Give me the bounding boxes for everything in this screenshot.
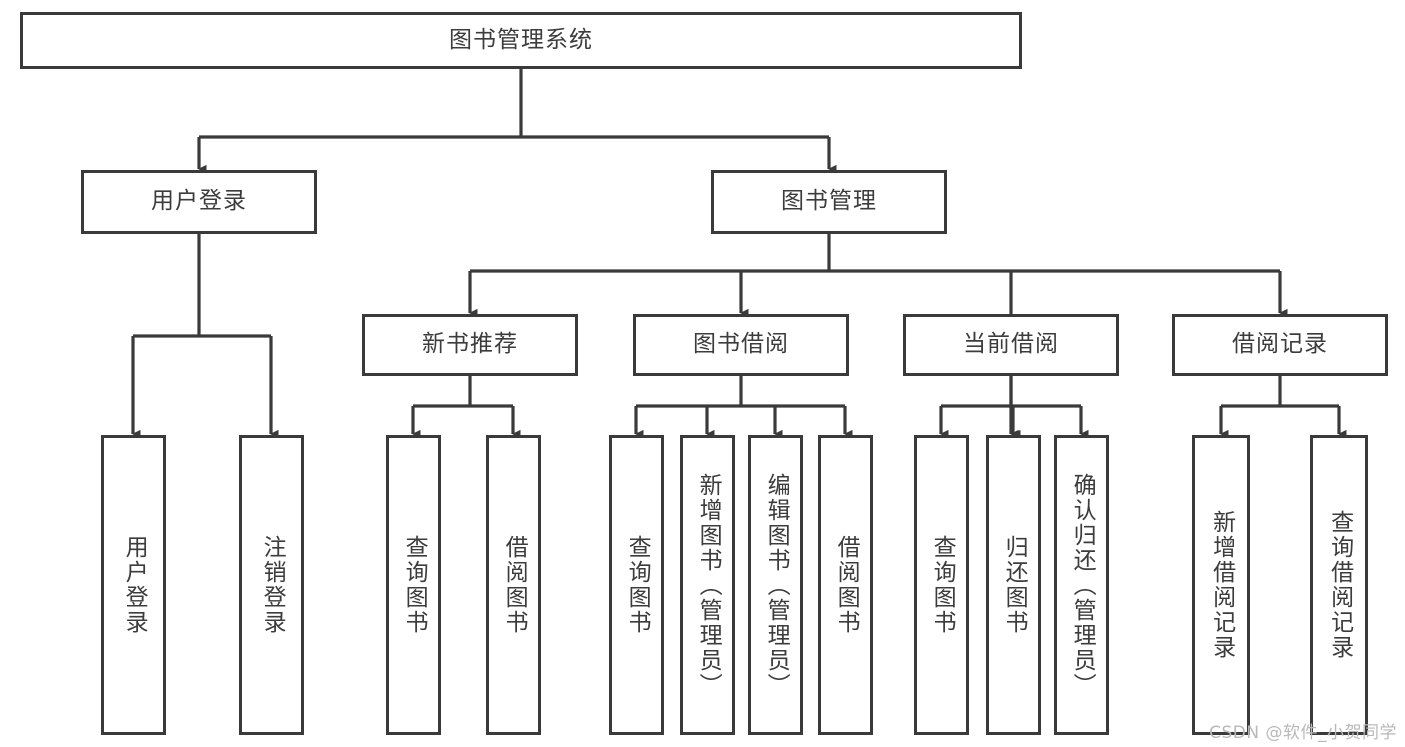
connector-new-book-rec-to-leaves xyxy=(411,376,521,439)
node-borrow-record[interactable]: 借阅记录 xyxy=(1172,314,1388,376)
connector-book-manage-to-level3 xyxy=(468,234,1288,439)
connector-current-borrow-to-leaves xyxy=(939,376,1089,439)
node-user-login[interactable]: 用户登录 xyxy=(81,170,317,234)
node-label: 图书管理系统 xyxy=(449,26,593,53)
csdn-watermark: CSDN @软件_小贺同学 xyxy=(1209,723,1397,743)
node-label: 借阅记录 xyxy=(1232,331,1328,358)
connector-root-to-level2 xyxy=(197,69,837,174)
node-leaf-borrow-book-1[interactable]: 借阅图书 xyxy=(486,435,541,735)
node-book-borrow[interactable]: 图书借阅 xyxy=(633,314,849,376)
node-label: 用户登录 xyxy=(121,535,148,635)
node-label: 新增借阅记录 xyxy=(1208,510,1235,660)
node-leaf-user-logout[interactable]: 注销登录 xyxy=(239,435,304,735)
node-label: 当前借阅 xyxy=(963,331,1059,358)
node-leaf-add-book[interactable]: 新增图书（管理员） xyxy=(680,435,735,735)
node-leaf-borrow-book-2[interactable]: 借阅图书 xyxy=(818,435,873,735)
node-label: 归还图书 xyxy=(1001,535,1028,635)
node-leaf-add-record[interactable]: 新增借阅记录 xyxy=(1192,435,1250,735)
node-leaf-edit-book[interactable]: 编辑图书（管理员） xyxy=(748,435,803,735)
node-label: 新增图书（管理员） xyxy=(695,472,722,698)
connector-book-borrow-to-leaves xyxy=(634,376,853,439)
node-label: 用户登录 xyxy=(151,188,247,215)
node-label: 借阅图书 xyxy=(833,535,860,635)
node-label: 编辑图书（管理员） xyxy=(763,472,790,698)
node-leaf-user-login[interactable]: 用户登录 xyxy=(101,435,166,735)
connector-borrow-record-to-leaves xyxy=(1219,376,1347,439)
node-book-manage[interactable]: 图书管理 xyxy=(711,170,947,234)
node-label: 图书借阅 xyxy=(693,331,789,358)
node-label: 新书推荐 xyxy=(422,331,518,358)
node-leaf-query-book-3[interactable]: 查询图书 xyxy=(914,435,969,735)
node-new-book-rec[interactable]: 新书推荐 xyxy=(362,314,578,376)
node-label: 确认归还（管理员） xyxy=(1069,472,1096,698)
node-leaf-query-record[interactable]: 查询借阅记录 xyxy=(1310,435,1368,735)
connector-lines xyxy=(131,69,1347,439)
node-label: 查询图书 xyxy=(624,535,651,635)
node-current-borrow[interactable]: 当前借阅 xyxy=(903,314,1119,376)
connector-user-login-to-leaves xyxy=(131,234,279,439)
node-label: 查询图书 xyxy=(401,535,428,635)
node-label: 查询借阅记录 xyxy=(1326,510,1353,660)
node-leaf-query-book-1[interactable]: 查询图书 xyxy=(386,435,441,735)
node-leaf-return-book[interactable]: 归还图书 xyxy=(986,435,1041,735)
node-root[interactable]: 图书管理系统 xyxy=(20,12,1022,69)
node-label: 注销登录 xyxy=(259,535,286,635)
node-leaf-confirm-return[interactable]: 确认归还（管理员） xyxy=(1054,435,1109,735)
node-label: 借阅图书 xyxy=(501,535,528,635)
node-leaf-query-book-2[interactable]: 查询图书 xyxy=(609,435,664,735)
node-label: 图书管理 xyxy=(781,188,877,215)
node-label: 查询图书 xyxy=(929,535,956,635)
